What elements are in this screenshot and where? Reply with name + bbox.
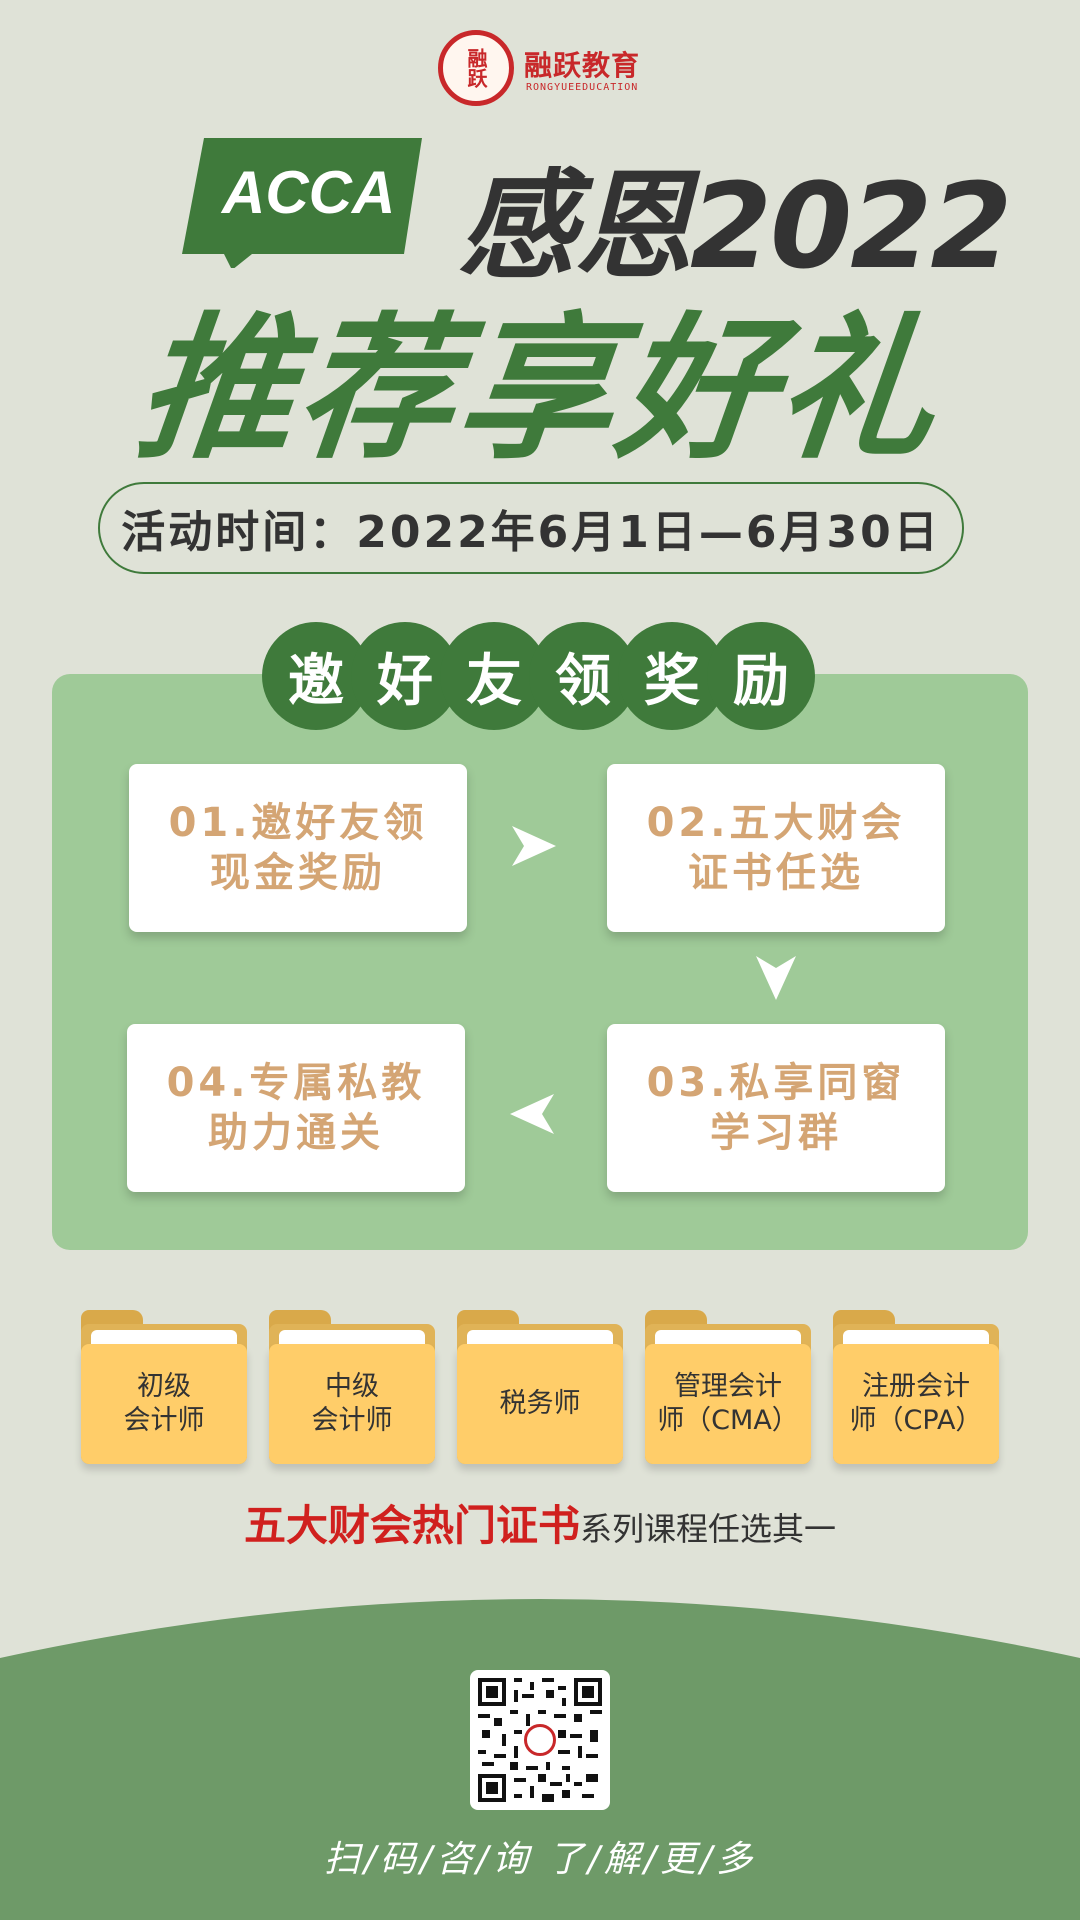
certificate-folder: 注册会计 师（CPA）	[833, 1308, 999, 1464]
qr-code[interactable]	[470, 1670, 610, 1810]
logo-seal-text: 融跃	[464, 48, 488, 88]
qr-code-icon	[478, 1678, 602, 1802]
step-card-1: 01.邀好友领 现金奖励	[129, 764, 467, 932]
folder-icon: 注册会计 师（CPA）	[833, 1344, 999, 1464]
step-card-2: 02.五大财会 证书任选	[607, 764, 945, 932]
folder-icon: 税务师	[457, 1344, 623, 1464]
acca-tag: ACCA	[182, 138, 422, 270]
reward-heading: 邀 好 友 领 奖 励	[262, 622, 818, 730]
step-card-4: 04.专属私教 助力通关	[127, 1024, 465, 1192]
logo-subtitle: RONGYUEEDUCATION	[526, 82, 639, 93]
tagline: 五大财会热门证书系列课程任选其一	[0, 1492, 1080, 1553]
activity-time-text: 活动时间：2022年6月1日—6月30日	[121, 507, 941, 558]
heading-char: 励	[707, 622, 815, 730]
folder-icon: 中级 会计师	[269, 1344, 435, 1464]
step-card-3: 03.私享同窗 学习群	[607, 1024, 945, 1192]
arrow-down-icon	[756, 956, 796, 1000]
certificate-folder: 中级 会计师	[269, 1308, 435, 1464]
qr-logo-icon	[524, 1724, 556, 1756]
certificate-label: 税务师	[499, 1388, 581, 1419]
title-line1: 感恩2022	[458, 157, 1012, 295]
step-card-text: 03.私享同窗 学习群	[646, 1060, 906, 1156]
brand-logo: 融跃 融跃教育 RONGYUEEDUCATION	[438, 30, 658, 110]
scan-prompt: 扫/码/咨/询 了/解/更/多	[323, 1839, 757, 1880]
step-card-text: 04.专属私教 助力通关	[166, 1060, 426, 1156]
activity-time-pill: 活动时间：2022年6月1日—6月30日	[98, 482, 964, 574]
step-card-text: 01.邀好友领 现金奖励	[168, 800, 428, 896]
acca-label: ACCA	[222, 159, 396, 226]
certificate-label: 中级 会计师	[311, 1371, 393, 1436]
heading-char: 领	[529, 622, 637, 730]
tagline-highlight: 五大财会热门证书	[243, 1501, 580, 1550]
logo-seal-icon: 融跃	[438, 30, 514, 106]
certificate-folder: 管理会计 师（CMA）	[645, 1308, 811, 1464]
certificate-label: 注册会计 师（CPA）	[849, 1371, 983, 1436]
arrow-right-icon	[512, 826, 556, 866]
folder-icon: 管理会计 师（CMA）	[645, 1344, 811, 1464]
tagline-rest: 系列课程任选其一	[580, 1510, 837, 1548]
step-card-text: 02.五大财会 证书任选	[646, 800, 906, 896]
folder-icon: 初级 会计师	[81, 1344, 247, 1464]
title-line2: 推荐享好礼	[128, 298, 949, 480]
speech-bubble-icon	[182, 138, 422, 270]
certificate-label: 初级 会计师	[123, 1371, 205, 1436]
heading-char: 奖	[618, 622, 726, 730]
certificate-label: 管理会计 师（CMA）	[657, 1371, 799, 1436]
heading-char: 友	[440, 622, 548, 730]
logo-name: 融跃教育	[524, 49, 641, 82]
arrow-left-icon	[510, 1094, 554, 1134]
certificate-folder: 初级 会计师	[81, 1308, 247, 1464]
certificate-folder: 税务师	[457, 1308, 623, 1464]
